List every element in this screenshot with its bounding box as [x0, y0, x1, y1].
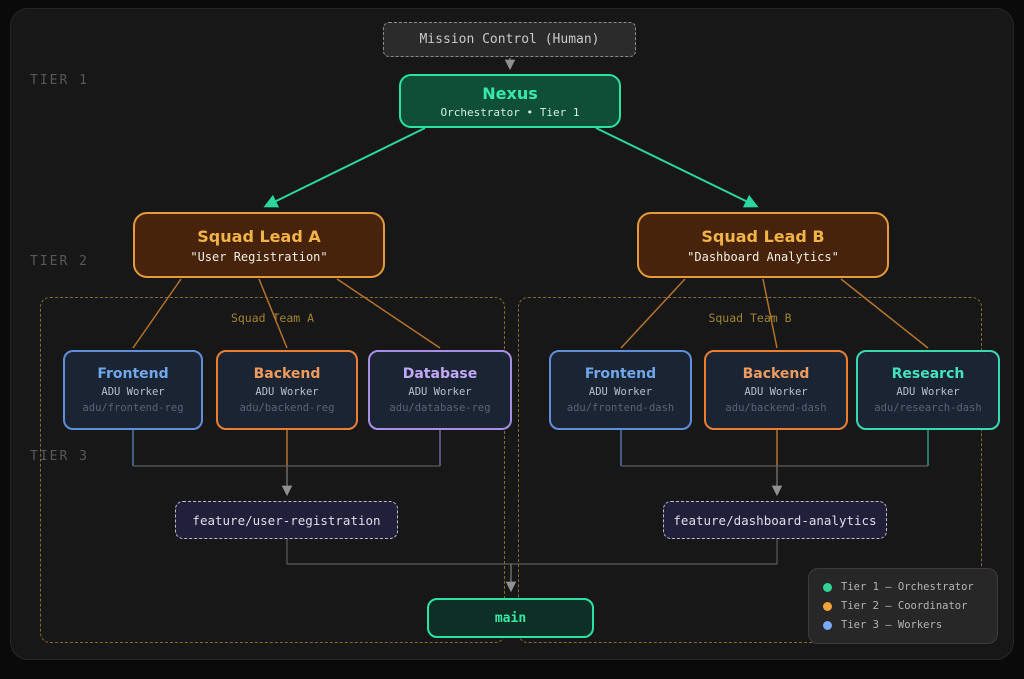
legend-item-tier2: Tier 2 — Coordinator — [823, 600, 997, 612]
feature-branch-a-label: feature/user-registration — [192, 512, 381, 528]
worker-title: Research — [891, 366, 965, 382]
feature-branch-a-node: feature/user-registration — [175, 501, 398, 539]
nexus-subtitle: Orchestrator • Tier 1 — [440, 105, 580, 119]
legend-label: Tier 1 — Orchestrator — [841, 581, 974, 593]
legend-label: Tier 3 — Workers — [841, 619, 943, 631]
worker-backend-a-node: Backend ADU Worker adu/backend-reg — [216, 350, 358, 430]
tier-3-label: TIER 3 — [30, 449, 89, 464]
worker-title: Backend — [742, 366, 810, 382]
worker-frontend-b-node: Frontend ADU Worker adu/frontend-dash — [549, 350, 692, 430]
nexus-orchestrator-node: Nexus Orchestrator • Tier 1 — [399, 74, 621, 128]
squad-lead-b-node: Squad Lead B "Dashboard Analytics" — [637, 212, 889, 278]
legend-label: Tier 2 — Coordinator — [841, 600, 968, 612]
tier-2-label: TIER 2 — [30, 254, 89, 269]
squad-lead-b-subtitle: "Dashboard Analytics" — [687, 249, 839, 264]
worker-branch: adu/research-dash — [874, 402, 982, 414]
tier2-dot-icon — [823, 601, 832, 611]
tier3-dot-icon — [823, 620, 832, 630]
worker-role: ADU Worker — [588, 386, 653, 398]
nexus-title: Nexus — [482, 83, 538, 103]
worker-role: ADU Worker — [896, 386, 960, 398]
worker-title: Frontend — [584, 366, 657, 382]
legend-item-tier1: Tier 1 — Orchestrator — [823, 581, 997, 593]
feature-branch-b-label: feature/dashboard-analytics — [673, 512, 877, 528]
squad-lead-a-subtitle: "User Registration" — [190, 249, 328, 264]
tier-1-label: TIER 1 — [30, 73, 89, 88]
worker-branch: adu/database-reg — [389, 402, 491, 414]
worker-branch: adu/frontend-dash — [566, 402, 675, 414]
worker-backend-b-node: Backend ADU Worker adu/backend-dash — [704, 350, 848, 430]
worker-role: ADU Worker — [101, 386, 165, 398]
worker-branch: adu/backend-dash — [725, 402, 827, 414]
worker-role: ADU Worker — [744, 386, 808, 398]
main-branch-label: main — [494, 610, 527, 626]
squad-team-b-label: Squad Team B — [708, 311, 792, 325]
main-branch-node: main — [427, 598, 594, 638]
worker-title: Frontend — [97, 366, 169, 382]
worker-branch: adu/frontend-reg — [82, 402, 184, 414]
worker-branch: adu/backend-reg — [239, 402, 335, 414]
worker-role: ADU Worker — [408, 386, 472, 398]
tier1-dot-icon — [823, 582, 832, 592]
mission-control-node: Mission Control (Human) — [383, 22, 636, 57]
squad-lead-a-node: Squad Lead A "User Registration" — [133, 212, 385, 278]
squad-team-a-label: Squad Team A — [230, 311, 315, 325]
squad-lead-a-title: Squad Lead A — [197, 226, 321, 246]
worker-research-b-node: Research ADU Worker adu/research-dash — [856, 350, 1000, 430]
feature-branch-b-node: feature/dashboard-analytics — [663, 501, 887, 539]
worker-role: ADU Worker — [255, 386, 319, 398]
mission-control-label: Mission Control (Human) — [419, 32, 600, 47]
squad-team-a-container: Squad Team A — [40, 297, 505, 643]
worker-database-a-node: Database ADU Worker adu/database-reg — [368, 350, 512, 430]
worker-title: Database — [402, 366, 478, 382]
squad-lead-b-title: Squad Lead B — [701, 226, 825, 246]
legend-item-tier3: Tier 3 — Workers — [823, 619, 997, 631]
worker-frontend-a-node: Frontend ADU Worker adu/frontend-reg — [63, 350, 203, 430]
worker-title: Backend — [253, 366, 321, 382]
legend: Tier 1 — Orchestrator Tier 2 — Coordinat… — [808, 568, 998, 644]
